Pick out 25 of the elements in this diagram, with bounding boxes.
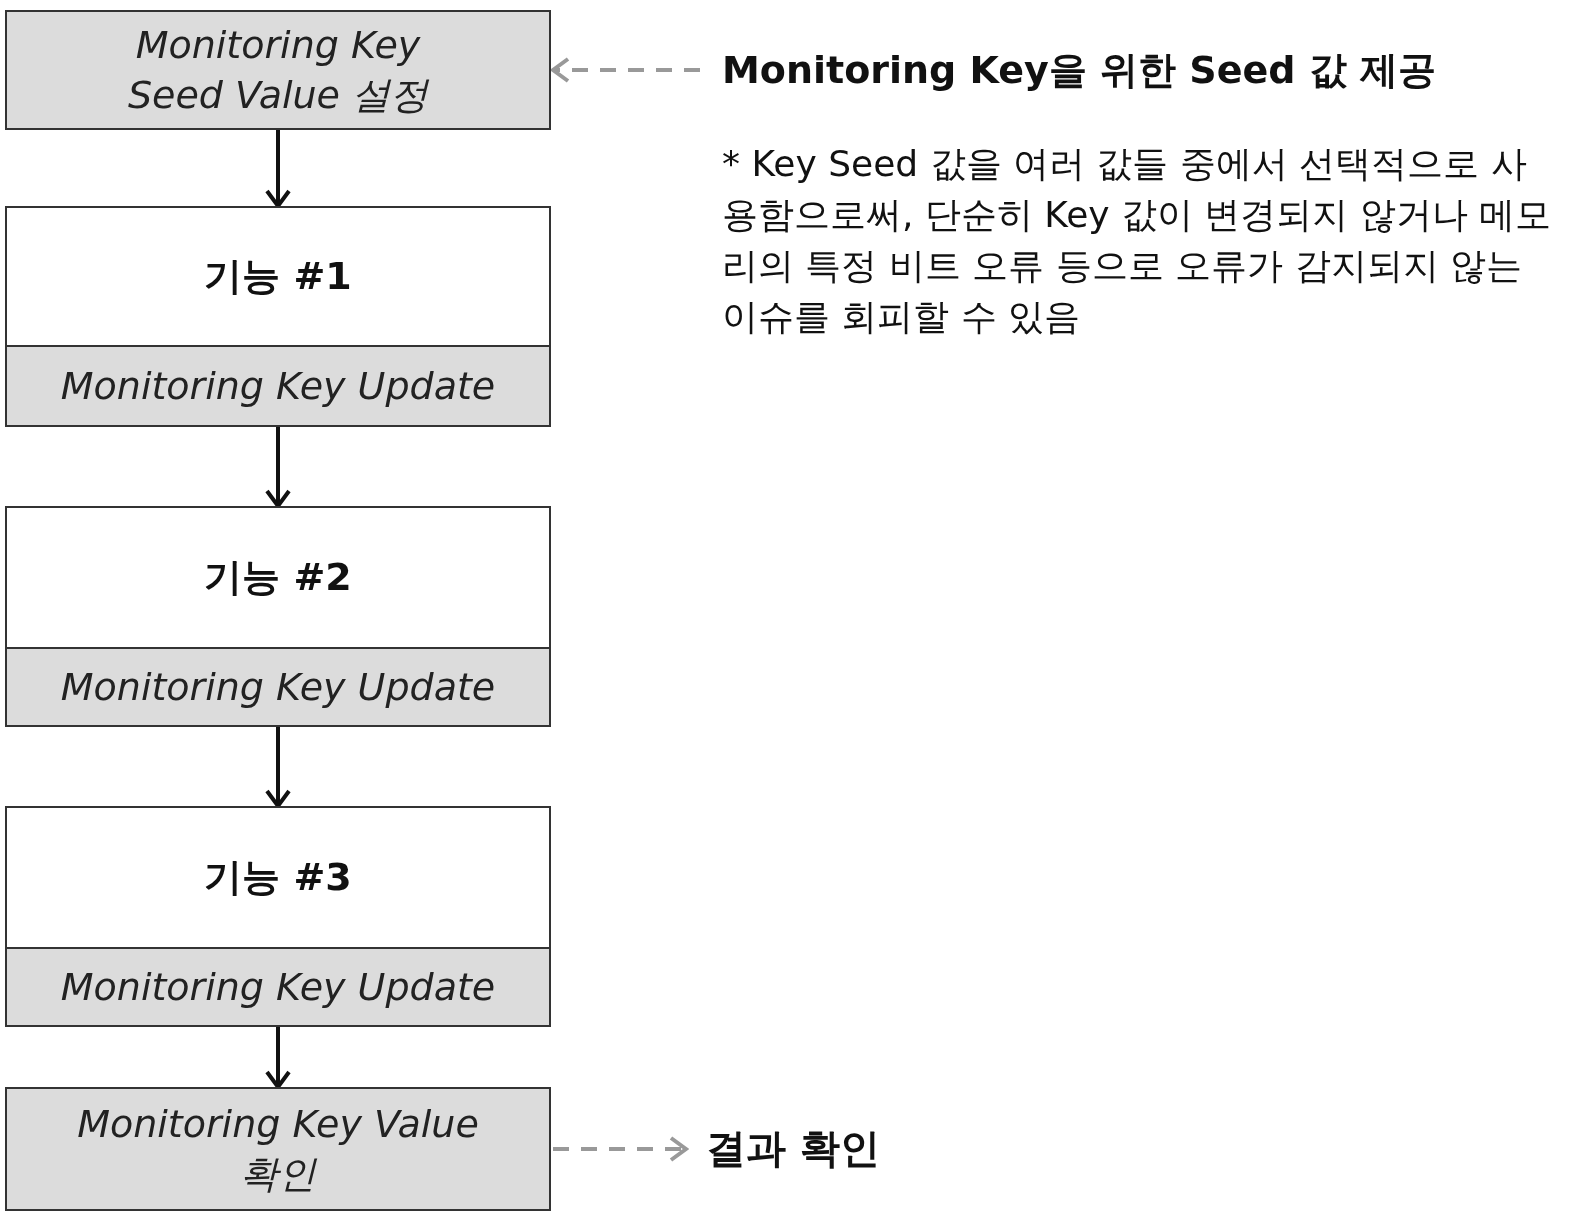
box-label: Monitoring Key Update — [60, 363, 496, 410]
note-text: * Key Seed 값을 여러 값들 중에서 선택적으로 사용함으로써, 단순히 Key 값이 변경되지 않거나 메모리의 특정 비트 오류 등으로 오류가 감지되지 않는 이슈를 회피할 수 있음 — [722, 142, 1553, 339]
annotation-text: 결과 확인 — [706, 1120, 880, 1176]
arrow — [265, 130, 291, 208]
step-box — [5, 1087, 551, 1211]
step-box — [5, 947, 551, 1027]
step-box — [5, 647, 551, 727]
box-label: 기능 #3 — [204, 854, 352, 901]
dashed-arrow — [553, 1136, 688, 1162]
step-box — [5, 345, 551, 427]
box-label: Monitoring Key Value 확인 — [76, 1101, 480, 1198]
annotation-text: Monitoring Key을 위한 Seed 값 제공 — [722, 42, 1436, 98]
arrow — [265, 427, 291, 508]
step-box — [5, 10, 551, 130]
function-box — [5, 506, 551, 649]
function-box — [5, 806, 551, 949]
function-box — [5, 206, 551, 347]
box-label: Monitoring Key Seed Value 설정 — [127, 22, 430, 119]
dashed-arrow — [551, 57, 700, 83]
box-label: Monitoring Key Update — [60, 964, 496, 1011]
box-label: 기능 #2 — [204, 554, 352, 601]
arrow — [265, 727, 291, 808]
arrow — [265, 1027, 291, 1089]
box-label: 기능 #1 — [204, 253, 352, 300]
box-label: Monitoring Key Update — [60, 664, 496, 711]
